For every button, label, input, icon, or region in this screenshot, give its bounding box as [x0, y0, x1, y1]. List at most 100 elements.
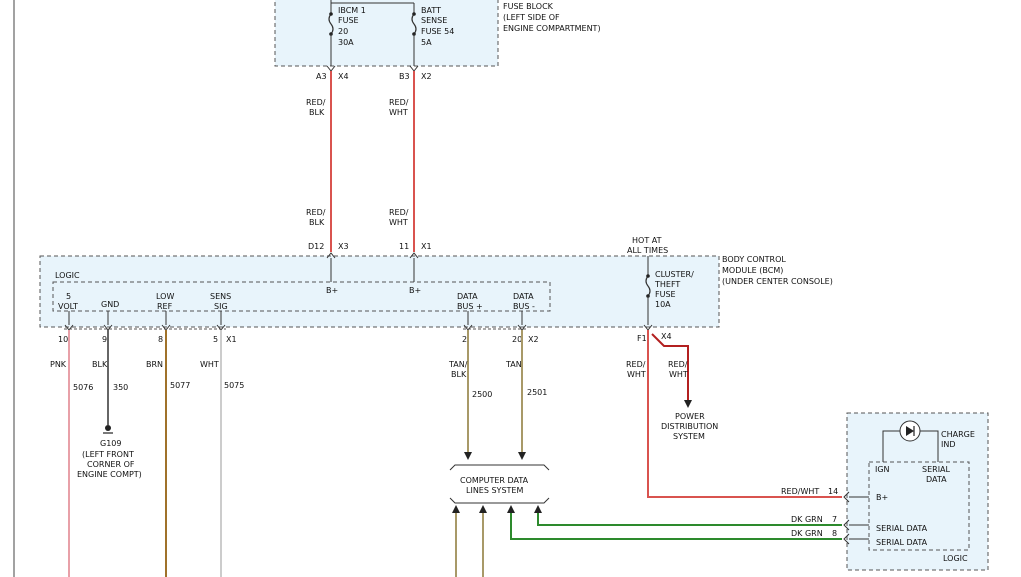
fuse1-dot-top [329, 12, 333, 16]
fuse2-symbol [411, 13, 417, 35]
wire-pnk-label: PNK [50, 360, 67, 369]
wire-5077-label: 5077 [170, 381, 190, 390]
cluster-pin-8: 8 [832, 529, 837, 538]
conn-x2-bottom: X2 [528, 335, 539, 344]
wire-tan-label: TAN [505, 360, 522, 369]
bcm-connector-11 [409, 252, 419, 259]
ground-name: G109 [100, 439, 121, 448]
wire-2501-label: 2501 [527, 388, 547, 397]
fuse-block-title-1: FUSE BLOCK [503, 2, 554, 11]
cluster-fuse-symbol [645, 275, 651, 297]
conn-x4-top: X4 [338, 72, 349, 81]
power-dist-label-2: DISTRIBUTION [661, 422, 718, 431]
cluster-wire-dk-grn-2: DK GRN [791, 529, 823, 538]
wire-dk-grn-8-arrow [507, 505, 515, 513]
pin-9: 9 [102, 335, 107, 344]
cluster-ign: IGN [875, 465, 890, 474]
pin-5: 5 [213, 335, 218, 344]
cluster-wire-dk-grn-1: DK GRN [791, 515, 823, 524]
wire-red-wht-2-label-2: WHT [669, 370, 688, 379]
sig-gnd: GND [101, 300, 119, 309]
sig-sens-2: SIG [214, 302, 228, 311]
fuse-block-title-3: ENGINE COMPARTMENT) [503, 24, 601, 33]
wire-wht-label: WHT [200, 360, 219, 369]
wire-red-wht-label-top-2: WHT [389, 108, 408, 117]
fuse1-label-2: FUSE [338, 16, 359, 25]
cluster-fuse-dot-top [646, 274, 650, 278]
ground-icon [105, 425, 111, 431]
wire-red-wht-label-bot-2: WHT [389, 218, 408, 227]
cluster-connector-7 [843, 519, 850, 531]
cluster-wire-red-wht: RED/WHT [781, 487, 819, 496]
wire-red-wht-1-label-1: RED/ [626, 360, 646, 369]
power-dist-label-3: SYSTEM [673, 432, 705, 441]
sig-sens-1: SENS [210, 292, 231, 301]
cluster-serial-data-1: SERIAL [922, 465, 951, 474]
charge-label-2: IND [941, 440, 956, 449]
wire-dk-grn-7-arrow [534, 505, 542, 513]
fuse1-label-3: 20 [338, 27, 348, 36]
power-dist-arrow [684, 400, 692, 408]
pin-a3: A3 [316, 72, 327, 81]
bcm-connector-d12 [326, 252, 336, 259]
wire-blk-label: BLK [92, 360, 108, 369]
bcm-title-3: (UNDER CENTER CONSOLE) [722, 277, 833, 286]
pin-11: 11 [399, 242, 409, 251]
computer-data-bracket-top [449, 464, 550, 471]
hot-at-label-1: HOT AT [632, 236, 662, 245]
wire-dk-grn-7 [537, 512, 842, 526]
pin-20: 20 [512, 335, 522, 344]
sig-lowref-1: LOW [156, 292, 174, 301]
wire-red-blk-label-top-1: RED/ [306, 98, 326, 107]
cluster-fuse-label-2: THEFT [654, 280, 680, 289]
cluster-bplus: B+ [876, 493, 888, 502]
bcm-bplus-2: B+ [409, 286, 421, 295]
wire-tan-lower-1-arrow [452, 505, 460, 513]
cluster-serial-2: SERIAL DATA [876, 538, 928, 547]
sig-lowref-2: REF [157, 302, 173, 311]
sig-databusm-2: BUS - [513, 302, 535, 311]
fuse2-label-3: FUSE 54 [421, 27, 454, 36]
wire-350-label: 350 [113, 383, 128, 392]
charge-led-triangle [906, 426, 914, 436]
wire-tan-lower-2-arrow [479, 505, 487, 513]
sig-5volt-2: VOLT [58, 302, 78, 311]
fuse1-label-1: IBCM 1 [338, 6, 366, 15]
pin-b3: B3 [399, 72, 410, 81]
wire-red-wht-2-label-1: RED/ [668, 360, 688, 369]
conn-x1-top: X1 [421, 242, 432, 251]
conn-x4-bcm: X4 [661, 332, 672, 341]
cluster-connector-14 [843, 491, 850, 503]
pin-d12: D12 [308, 242, 324, 251]
fuse1-symbol [328, 13, 334, 35]
wire-tan-blk-arrow [464, 452, 472, 460]
cluster-pin-7: 7 [832, 515, 837, 524]
cluster-logic: LOGIC [943, 554, 968, 563]
cluster-fuse-label-3: FUSE [655, 290, 676, 299]
wire-2500-label: 2500 [472, 390, 492, 399]
wire-tan-arrow [518, 452, 526, 460]
cluster-serial-data-2: DATA [926, 475, 947, 484]
wire-red-wht-label-bot-1: RED/ [389, 208, 409, 217]
cluster-fuse-label-1: CLUSTER/ [655, 270, 694, 279]
wire-red-wht-label-top-1: RED/ [389, 98, 409, 107]
fuse2-label-4: 5A [421, 38, 432, 47]
bcm-title-1: BODY CONTROL [722, 255, 786, 264]
conn-x2-top: X2 [421, 72, 432, 81]
wire-red-blk-label-bot-1: RED/ [306, 208, 326, 217]
wire-red-wht-cluster [647, 330, 842, 498]
cluster-fuse-label-4: 10A [655, 300, 671, 309]
cluster-pin-14: 14 [828, 487, 838, 496]
conn-x1-bottom: X1 [226, 335, 237, 344]
pin-2: 2 [462, 335, 467, 344]
bcm-logic-box [52, 281, 551, 312]
charge-led-lead-right [920, 430, 939, 462]
wire-red-blk-label-top-2: BLK [309, 108, 325, 117]
sig-databusm-1: DATA [513, 292, 534, 301]
computer-data-label-2: LINES SYSTEM [466, 486, 523, 495]
fuse1-label-4: 30A [338, 38, 354, 47]
wire-red-power-dist [651, 333, 689, 400]
charge-label-1: CHARGE [941, 430, 975, 439]
bcm-box [39, 255, 720, 328]
pin-10: 10 [58, 335, 68, 344]
